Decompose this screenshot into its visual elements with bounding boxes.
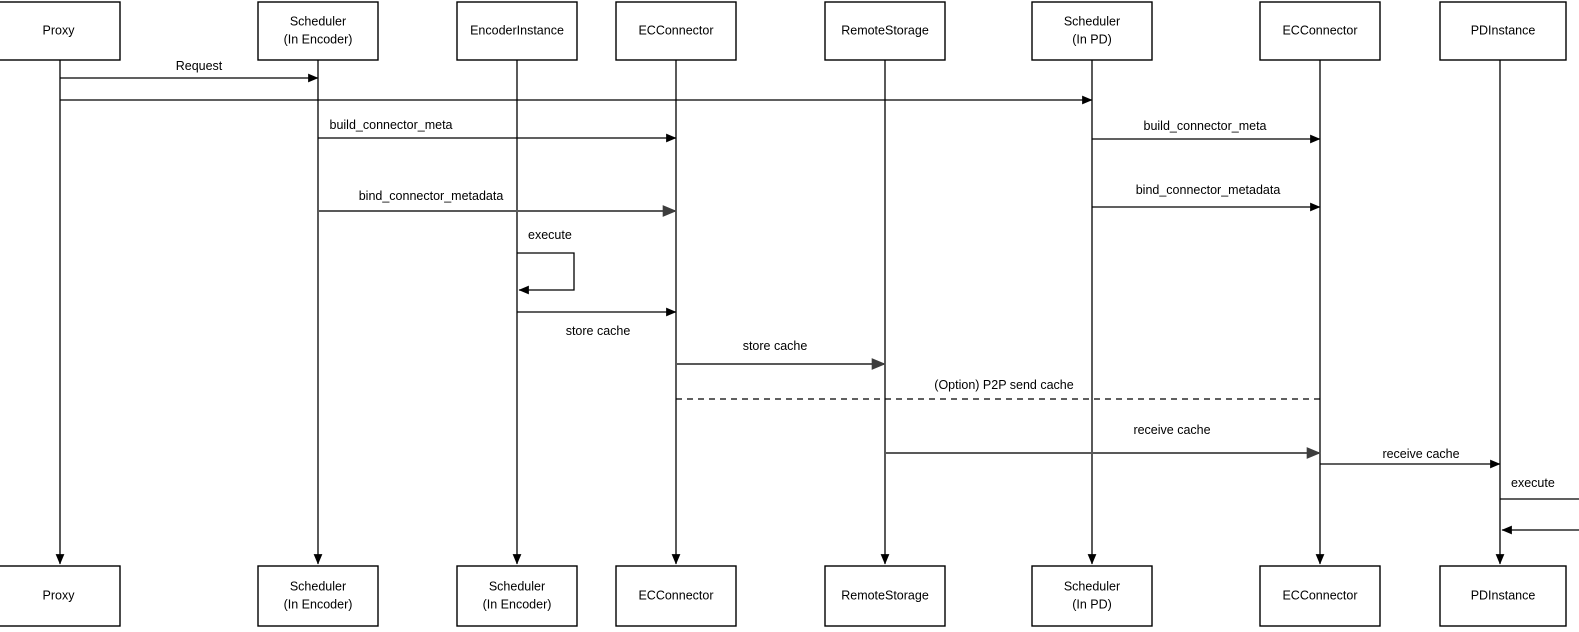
- message-label: build_connector_meta: [1144, 119, 1267, 133]
- message-label: Request: [176, 59, 223, 73]
- self-message-label: execute: [1511, 476, 1555, 490]
- message-label: receive cache: [1382, 447, 1459, 461]
- participant-label-line2: (In PD): [1072, 597, 1112, 611]
- participant-box[interactable]: [1031, 565, 1153, 627]
- participant-box[interactable]: [1259, 1, 1381, 61]
- participant-label: ECConnector: [638, 23, 713, 37]
- participant-box[interactable]: [257, 565, 379, 627]
- top-box-remote_store[interactable]: RemoteStorage: [824, 1, 946, 61]
- participant-label: RemoteStorage: [841, 23, 929, 37]
- bottom-box-remote_store[interactable]: RemoteStorage: [824, 565, 946, 627]
- participant-label-line1: Scheduler: [1064, 14, 1120, 28]
- top-box-sched_enc[interactable]: Scheduler (In Encoder): [257, 1, 379, 61]
- self-message-line: [1500, 498, 1579, 535]
- participant-label: ECConnector: [1282, 588, 1357, 602]
- participant-label-line1: Scheduler: [290, 579, 346, 593]
- participant-box[interactable]: [1439, 1, 1567, 61]
- message-m6: bind_connector_metadata: [1092, 183, 1321, 212]
- message-label: store cache: [743, 339, 808, 353]
- top-participant-boxes: Proxy Scheduler (In Encoder) EncoderInstanc…: [0, 1, 1567, 61]
- message-m8: store cache: [676, 339, 886, 370]
- participant-label-line2: (In PD): [1072, 32, 1112, 46]
- message-m10: receive cache: [885, 423, 1321, 459]
- message-label: bind_connector_metadata: [359, 189, 504, 203]
- participant-label-line1: Scheduler: [489, 579, 545, 593]
- participant-label: ECConnector: [638, 588, 713, 602]
- participant-label: PDInstance: [1471, 23, 1536, 37]
- message-m11: receive cache: [1320, 447, 1501, 469]
- bottom-box-pd_inst[interactable]: PDInstance: [1439, 565, 1567, 627]
- message-m1: Request: [60, 59, 319, 83]
- top-box-sched_pd[interactable]: Scheduler (In PD): [1031, 1, 1153, 61]
- participant-box[interactable]: [257, 1, 379, 61]
- self-message-s1: execute: [517, 228, 575, 295]
- participant-box[interactable]: [824, 1, 946, 61]
- top-box-ec_conn_enc[interactable]: ECConnector: [615, 1, 737, 61]
- participant-label: EncoderInstance: [470, 23, 564, 37]
- bottom-box-sched_enc[interactable]: Scheduler (In Encoder): [257, 565, 379, 627]
- participant-box[interactable]: [0, 565, 121, 627]
- participant-box[interactable]: [456, 1, 578, 61]
- participant-label-line2: (In Encoder): [483, 597, 552, 611]
- participant-box[interactable]: [1031, 1, 1153, 61]
- participant-box[interactable]: [456, 565, 578, 627]
- lifelines-layer: [55, 60, 1505, 565]
- participant-label: ECConnector: [1282, 23, 1357, 37]
- bottom-box-ec_conn_pd[interactable]: ECConnector: [1259, 565, 1381, 627]
- participant-box[interactable]: [0, 1, 121, 61]
- participant-label-line1: Scheduler: [290, 14, 346, 28]
- messages-layer: Request build_connector_meta build_connect…: [60, 59, 1501, 469]
- top-box-encoder_inst[interactable]: EncoderInstance: [456, 1, 578, 61]
- top-box-ec_conn_pd[interactable]: ECConnector: [1259, 1, 1381, 61]
- top-box-proxy[interactable]: Proxy: [0, 1, 121, 61]
- self-message-label: execute: [528, 228, 572, 242]
- message-m4: build_connector_meta: [1092, 119, 1321, 144]
- participant-box[interactable]: [824, 565, 946, 627]
- message-m9: (Option) P2P send cache: [676, 378, 1320, 400]
- top-box-pd_inst[interactable]: PDInstance: [1439, 1, 1567, 61]
- message-label: store cache: [566, 324, 631, 338]
- message-m5: bind_connector_metadata: [318, 189, 677, 217]
- participant-box[interactable]: [615, 1, 737, 61]
- participant-box[interactable]: [1439, 565, 1567, 627]
- bottom-box-encoder_inst[interactable]: Scheduler (In Encoder): [456, 565, 578, 627]
- bottom-box-ec_conn_enc[interactable]: ECConnector: [615, 565, 737, 627]
- bottom-box-sched_pd[interactable]: Scheduler (In PD): [1031, 565, 1153, 627]
- message-m3: build_connector_meta: [318, 118, 677, 143]
- self-message-line: [517, 252, 575, 295]
- message-label: bind_connector_metadata: [1136, 183, 1281, 197]
- participant-label-line2: (In Encoder): [284, 32, 353, 46]
- self-message-s2: execute: [1500, 476, 1579, 535]
- self-messages-layer: execute execute: [517, 228, 1579, 535]
- participant-label: RemoteStorage: [841, 588, 929, 602]
- participant-label: Proxy: [43, 588, 76, 602]
- participant-label: PDInstance: [1471, 588, 1536, 602]
- bottom-participant-boxes: Proxy Scheduler (In Encoder) Scheduler (In E…: [0, 565, 1567, 627]
- participant-box[interactable]: [1259, 565, 1381, 627]
- participant-label-line1: Scheduler: [1064, 579, 1120, 593]
- participant-label: Proxy: [43, 23, 76, 37]
- message-label: (Option) P2P send cache: [934, 378, 1073, 392]
- message-m7: store cache: [517, 307, 677, 338]
- participant-box[interactable]: [615, 565, 737, 627]
- bottom-box-proxy[interactable]: Proxy: [0, 565, 121, 627]
- message-label: build_connector_meta: [330, 118, 453, 132]
- participant-label-line2: (In Encoder): [284, 597, 353, 611]
- message-label: receive cache: [1133, 423, 1210, 437]
